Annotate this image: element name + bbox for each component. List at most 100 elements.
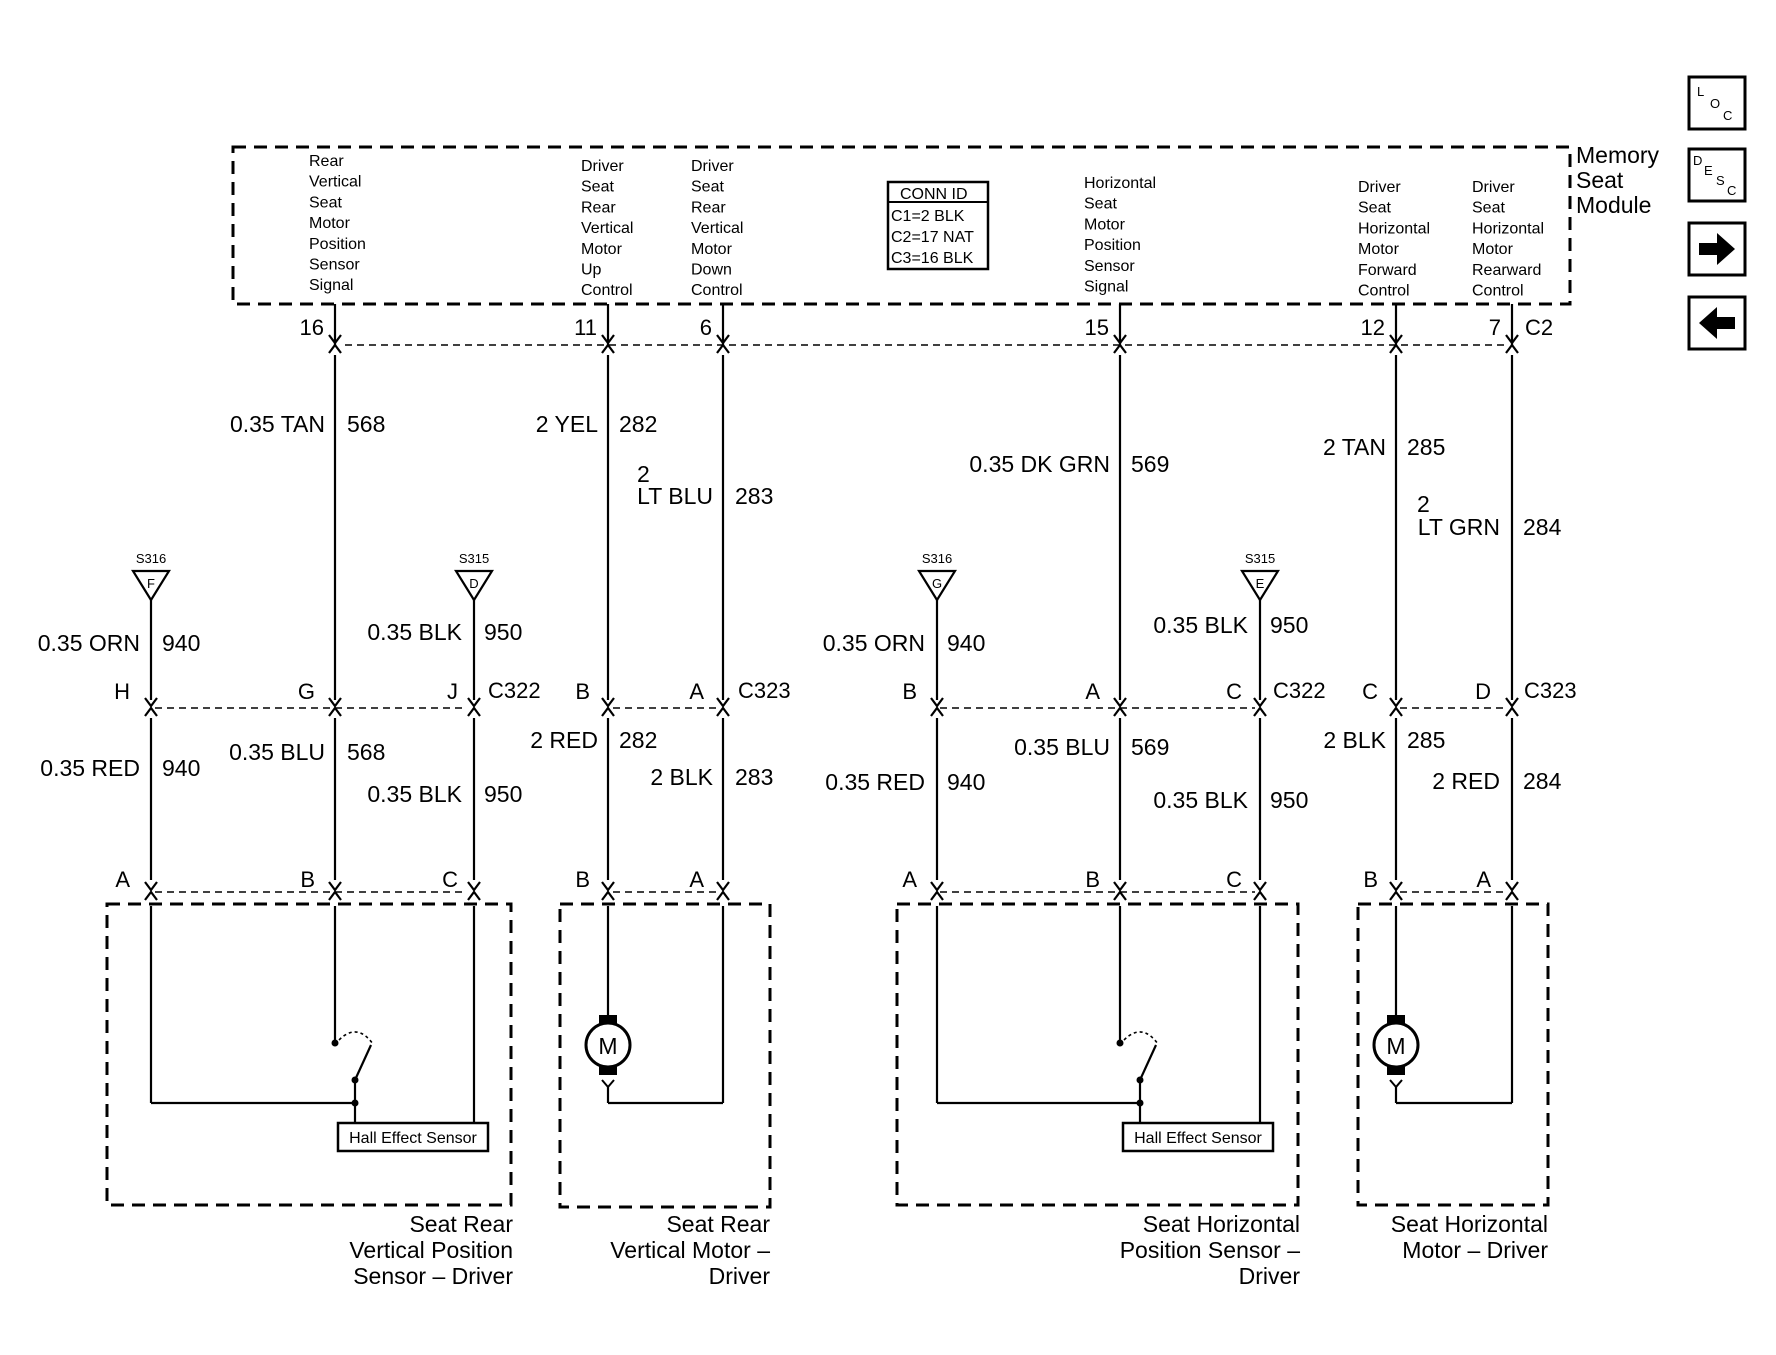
terminal-16-pin-bottom (328, 343, 342, 354)
inline-C322-1-pin-label-2: G (298, 679, 315, 704)
splice-1-gauge: 0.35 ORN (38, 630, 140, 656)
splice-4-gauge: 0.35 BLK (1153, 612, 1248, 638)
lower-wire-3-circuit: 950 (484, 781, 522, 807)
splice-4-circuit: 950 (1270, 612, 1308, 638)
terminal-15-label-line-3: Motor (1084, 216, 1126, 233)
terminal-16-label-line-6: Sensor (309, 257, 360, 274)
module-name-line-1: Memory (1576, 142, 1660, 168)
inline-C322-pin-B-top (930, 697, 944, 708)
component-4-pin-B-bottom (1389, 890, 1403, 901)
component-3-switch-contact (1116, 1039, 1124, 1047)
desc-d: D (1693, 153, 1702, 168)
component-4-motor-brush-bottom (1387, 1066, 1405, 1075)
component-2-outline (558, 902, 772, 1209)
terminal-6-label-line-3: Rear (691, 199, 726, 216)
terminal-16-label-line-4: Motor (309, 215, 351, 232)
component-3-hall-box (1121, 1121, 1275, 1153)
lower-wire-3-gauge: 0.35 BLK (367, 781, 462, 807)
inline-C322-3-pin-label-1: B (902, 679, 917, 704)
module-connector-label: C2 (1525, 315, 1553, 340)
component-1-switch-arc (338, 1031, 374, 1045)
inline-C322-pin-C-bottom (1253, 706, 1267, 717)
component-3-pin-label-3: C (1226, 867, 1242, 892)
lower-wire-2-circuit: 568 (347, 739, 385, 765)
component-3-pin-A-bottom (930, 890, 944, 901)
terminal-6-label-line-2: Seat (691, 179, 724, 196)
inline-C323-pin-D-top (1505, 697, 1519, 708)
lower-wire-9-circuit: 285 (1407, 727, 1445, 753)
desc-e: E (1704, 163, 1713, 178)
component-3-pin-label-2: B (1085, 867, 1100, 892)
loc-c: C (1723, 108, 1732, 123)
nav-back-button[interactable] (1687, 295, 1747, 351)
conn-id-row-2: C2=17 NAT (891, 229, 974, 246)
component-4-motor-brush-top (1387, 1015, 1405, 1024)
component-1-pin-C-top (467, 881, 481, 892)
conn-id-title: CONN ID (900, 186, 968, 203)
nav-loc-button[interactable]: L O C (1687, 75, 1747, 131)
terminal-16-label-line-5: Position (309, 236, 366, 253)
terminal-11-label-line-6: Up (581, 262, 602, 279)
terminal-12-label-line-2: Seat (1358, 200, 1391, 217)
upper-wire-1-circuit: 568 (347, 411, 385, 437)
inline-C322-1-pin-label-3: J (447, 679, 458, 704)
nav-desc-button[interactable]: D E S C (1687, 147, 1747, 203)
terminal-11-label-line-5: Motor (581, 241, 623, 258)
terminal-pin-7: 7 (1489, 315, 1501, 340)
inline-C323-2-pin-label-1: B (575, 679, 590, 704)
upper-wire-4-circuit: 569 (1131, 451, 1169, 477)
loc-l: L (1697, 84, 1704, 99)
component-1-pin-B-top (328, 881, 342, 892)
component-3-outline (895, 902, 1300, 1207)
lower-wire-6-gauge: 0.35 RED (825, 769, 925, 795)
component-3-name-line-3: Driver (1239, 1263, 1301, 1289)
component-1-name-line-3: Sensor – Driver (353, 1263, 513, 1289)
terminal-7-label-line-2: Seat (1472, 200, 1505, 217)
component-4-pin-A-top (1505, 881, 1519, 892)
inline-C322-pin-A-top (1113, 697, 1127, 708)
lower-wire-4-circuit: 282 (619, 727, 657, 753)
component-1-pin-label-1: A (115, 867, 130, 892)
upper-wire-6-gauge-line-2: LT GRN (1418, 514, 1500, 540)
component-2-pin-B-bottom (601, 890, 615, 901)
arrow-right-icon (1699, 233, 1735, 265)
splice-4-triangle (1240, 569, 1280, 603)
terminal-12-pin-top (1389, 334, 1403, 345)
component-1-name-line-1: Seat Rear (409, 1211, 513, 1237)
component-4-outline (1356, 902, 1550, 1207)
lower-wire-9-gauge: 2 BLK (1323, 727, 1386, 753)
wires (105, 304, 1550, 1209)
terminal-15-label-line-1: Horizontal (1084, 175, 1156, 192)
memory-seat-module: Memory Seat Module CONN ID C1=2 BLK C2=1… (231, 142, 1660, 306)
component-3-switch-arm (1138, 1044, 1158, 1081)
inline-C322-1-pin-label-1: H (114, 679, 130, 704)
terminal-16-label-line-1: Rear (309, 153, 344, 170)
inline-C323-4-pin-label-1: C (1362, 679, 1378, 704)
component-2-pin-label-2: A (689, 867, 704, 892)
splice-1-letter: F (147, 576, 155, 591)
nav-forward-button[interactable] (1687, 221, 1747, 277)
terminal-12-label-line-6: Control (1358, 283, 1410, 300)
inline-C323-2-pin-label-2: A (689, 679, 704, 704)
lower-wire-4-gauge: 2 RED (530, 727, 598, 753)
component-2-motor-brush-bottom (599, 1066, 617, 1075)
component-4-motor-lead (1389, 1079, 1403, 1089)
inline-C323-pin-A-top (716, 697, 730, 708)
loc-o: O (1710, 96, 1720, 111)
terminal-6-label-line-4: Vertical (691, 220, 743, 237)
component-1-pin-label-3: C (442, 867, 458, 892)
terminal-11-pin-top (601, 334, 615, 345)
lower-wire-10-circuit: 284 (1523, 768, 1562, 794)
component-2-pin-A-top (716, 881, 730, 892)
inline-C323-pin-B-top (601, 697, 615, 708)
conn-id-row-1: C1=2 BLK (891, 208, 965, 225)
inline-C322-pin-B-bottom (930, 706, 944, 717)
terminal-15-label-line-4: Position (1084, 237, 1141, 254)
component-1-pin-B-bottom (328, 890, 342, 901)
terminal-12-pin-bottom (1389, 343, 1403, 354)
lower-wire-1-circuit: 940 (162, 755, 200, 781)
inline-C322-pin-J-bottom (467, 706, 481, 717)
splice-1-triangle (131, 569, 171, 603)
upper-wire-3-gauge-line-1: 2 (637, 461, 650, 487)
